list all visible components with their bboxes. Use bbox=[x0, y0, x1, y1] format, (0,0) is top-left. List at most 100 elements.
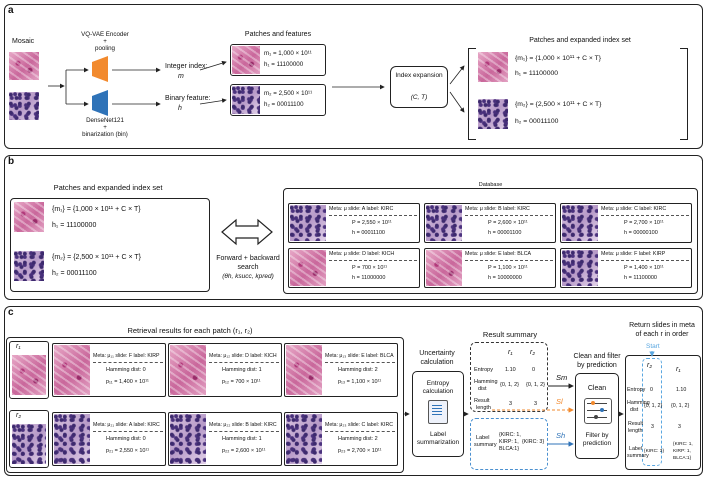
feature-m2: m₂ = 2,500 × 10¹¹ bbox=[264, 90, 313, 97]
densenet-shape bbox=[92, 90, 108, 116]
database-entry-meta: Meta: μ slide: D label: KICH bbox=[329, 251, 395, 257]
index-expansion-label: Index expansion bbox=[395, 72, 443, 79]
retrieval-result-patch bbox=[170, 345, 206, 395]
rs-entropy: Entropy bbox=[474, 367, 493, 373]
ret-ham-r2: {0, 1, 2} bbox=[644, 403, 663, 409]
retrieval-result-meta: Meta: μ₁₁ slide: F label: KIRP bbox=[93, 353, 160, 359]
binary-feature-label: Binary feature: bbox=[165, 95, 211, 102]
retrieval-result-hamming: Hamming dist: 1 bbox=[222, 367, 262, 373]
retrieval-result-patch bbox=[286, 414, 322, 464]
sl-label: Sl bbox=[556, 397, 563, 406]
retrieval-result-p: p₁₂ = 700 × 10¹¹ bbox=[222, 379, 261, 385]
database-entry-patch bbox=[426, 250, 462, 286]
slider-line-2 bbox=[587, 410, 607, 411]
densenet-plus: + bbox=[103, 124, 107, 131]
retrieval-result-p: p₂₁ = 2,550 × 10¹¹ bbox=[106, 448, 150, 454]
ret-len-2: length bbox=[628, 428, 643, 434]
database-entry-meta: Meta: μ slide: A label: KIRC bbox=[329, 206, 394, 212]
return-title-2: of each r in order bbox=[635, 331, 689, 338]
panel-c-label: c bbox=[8, 307, 14, 318]
uncertainty-title-2: calculation bbox=[420, 359, 454, 366]
retrieval-result-divider bbox=[93, 431, 163, 432]
vqvae-encoder-shape bbox=[92, 56, 108, 82]
rs-r2: r₂ bbox=[530, 349, 536, 356]
retrieval-result-meta: Meta: μ₂₁ slide: A label: KIRC bbox=[93, 422, 160, 428]
database-entry-patch bbox=[290, 250, 326, 286]
retrieval-result-meta: Meta: μ₁₂ slide: D label: KICH bbox=[209, 353, 277, 359]
expanded-m1: {m₁} = {1,000 × 10¹¹ + C × T} bbox=[515, 55, 602, 62]
database-entry-meta: Meta: μ slide: B label: KIRC bbox=[465, 206, 530, 212]
expanded-patch-1 bbox=[478, 52, 508, 82]
sliders-icon bbox=[584, 398, 612, 424]
ret-entropy: Entropy bbox=[627, 387, 646, 393]
retrieval-result-patch bbox=[286, 345, 322, 395]
database-entry-h: h = 11000000 bbox=[352, 275, 386, 281]
rs-len-2: length bbox=[476, 405, 491, 411]
retrieval-result-meta: Meta: μ₁₃ slide: E label: BLCA bbox=[325, 353, 394, 359]
database-entry-divider bbox=[465, 215, 553, 216]
expanded-set-title: Patches and expanded index set bbox=[529, 37, 631, 44]
b-expanded-title: Patches and expanded index set bbox=[53, 183, 163, 192]
retrieval-result-hamming: Hamming dist: 2 bbox=[338, 367, 378, 373]
r1-patch bbox=[12, 355, 46, 395]
encoder-plus: + bbox=[103, 38, 107, 45]
retrieval-result-patch bbox=[170, 414, 206, 464]
encoder-label: VQ-VAE Encoder bbox=[81, 31, 129, 38]
panel-a-label: a bbox=[8, 5, 14, 16]
retrieval-title: Retrieval results for each patch (r₁, r₂… bbox=[127, 326, 253, 335]
retrieval-result-hamming: Hamming dist: 0 bbox=[106, 367, 146, 373]
ret-label: Label bbox=[629, 446, 642, 452]
retrieval-result-hamming: Hamming dist: 2 bbox=[338, 436, 378, 442]
index-expansion-box bbox=[390, 66, 448, 108]
b-h2: h₂ = 00011100 bbox=[52, 270, 97, 277]
database-entry-patch bbox=[426, 205, 462, 241]
return-r2-highlight bbox=[642, 358, 662, 466]
index-expansion-params: (C, T) bbox=[410, 94, 428, 101]
filter-label-2: prediction bbox=[582, 440, 612, 447]
retrieval-result-patch bbox=[54, 414, 90, 464]
panel-b-label: b bbox=[8, 156, 15, 167]
database-entry-p: P = 2,550 × 10¹¹ bbox=[352, 220, 392, 226]
feature-h1: h₁ = 11100000 bbox=[264, 61, 304, 68]
rs-label-r2: {KIRC: 3} bbox=[522, 439, 545, 445]
rs-len-r1: 3 bbox=[509, 401, 513, 407]
retrieval-result-hamming: Hamming dist: 1 bbox=[222, 436, 262, 442]
slider-knob-1 bbox=[591, 401, 595, 405]
rs-label-r1: {KIRC: 1, bbox=[499, 432, 521, 438]
database-entry-h: h = 11100000 bbox=[624, 275, 657, 281]
sh-label: Sh bbox=[556, 431, 566, 440]
database-entry-meta: Meta: μ slide: C label: KIRC bbox=[601, 206, 667, 212]
b-m2: {m₂} = {2,500 × 10¹¹ + C × T} bbox=[52, 254, 141, 261]
rs-entropy-r2: 0 bbox=[532, 367, 536, 373]
retrieval-result-p: p₁₁ = 1,400 × 10¹¹ bbox=[106, 379, 149, 385]
mosaic-patch-1 bbox=[9, 52, 39, 80]
retrieval-result-meta: Meta: μ₂₂ slide: B label: KIRC bbox=[209, 422, 277, 428]
rs-label: Label bbox=[476, 435, 490, 441]
label-sum-label-2: summarization bbox=[416, 439, 460, 446]
database-entry-p: P = 2,700 × 10¹¹ bbox=[624, 220, 664, 226]
database-entry-patch bbox=[562, 250, 598, 286]
feature-patch-1 bbox=[232, 46, 260, 74]
integer-index-var: m bbox=[178, 73, 184, 80]
patches-features-title: Patches and features bbox=[244, 31, 312, 38]
slider-line-1 bbox=[587, 403, 607, 404]
b-m1: {m₁} = {1,000 × 10¹¹ + C × T} bbox=[52, 206, 141, 213]
rs-ham-r1: {0, 1, 2} bbox=[500, 382, 519, 388]
database-entry-patch bbox=[290, 205, 326, 241]
search-params: (θh, ksucc, kpred) bbox=[222, 273, 274, 280]
r1-label: r₁ bbox=[16, 343, 21, 350]
filter-label: Filter by bbox=[585, 432, 609, 439]
rs-len: Result bbox=[474, 398, 490, 404]
retrieval-result-p: p₂₃ = 2,700 × 10¹¹ bbox=[338, 448, 382, 454]
database-entry-meta: Meta: μ slide: F label: KIRP bbox=[601, 251, 666, 257]
slider-knob-3 bbox=[594, 415, 598, 419]
database-entry-divider bbox=[601, 260, 689, 261]
database-entry-p: P = 2,600 × 10¹¹ bbox=[488, 220, 528, 226]
ret-label-2: summary bbox=[627, 453, 649, 459]
database-entry-p: P = 1,100 × 10¹¹ bbox=[488, 265, 528, 271]
entropy-calc-label-2: calculation bbox=[422, 388, 454, 395]
rs-label-r1b: KIRP: 1, bbox=[499, 439, 519, 445]
